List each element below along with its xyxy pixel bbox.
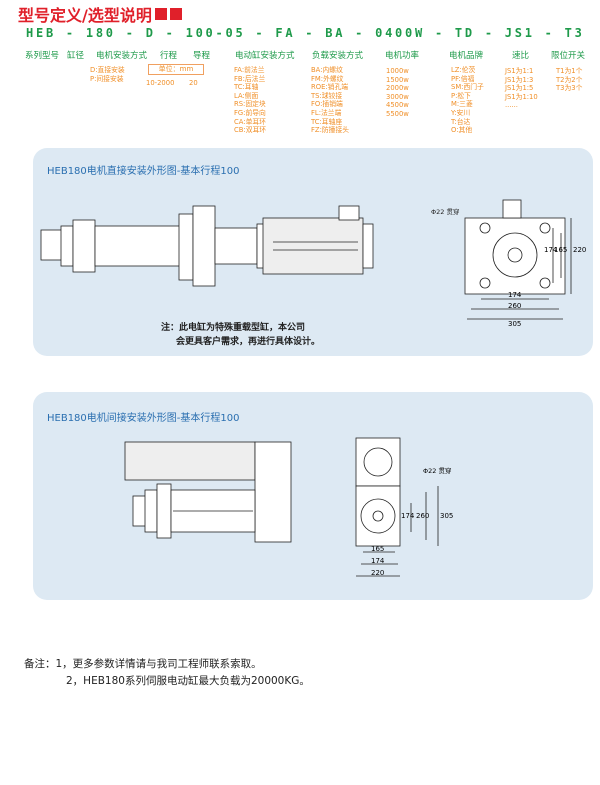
hole-label: Φ22 贯穿 [431,208,460,216]
option: LZ:伦茨 [451,66,476,74]
header-limit: 限位开关 [551,51,586,61]
option: 2000w [386,84,409,93]
model-code: HEB - 180 - D - 100-05 - FA - BA - 0400W… [26,26,585,40]
option: FA:前法兰 [234,66,265,74]
option: 3000w [386,92,409,101]
option: TS:球铰接 [311,91,343,100]
unit-box: 单位：mm [148,64,204,75]
dim: 174 [371,557,385,565]
direct-mount-drawing [40,199,572,320]
option: Y:安川 [451,108,471,117]
note-line: 会更具客户需求，再进行具体设计。 [176,337,321,347]
dim: 260 [508,302,522,310]
red-square-icon [154,8,167,20]
option: JS1为1:3 [505,75,534,84]
option: 1000w [386,67,409,75]
option: P:松下 [451,91,471,100]
dim: 174 [401,512,415,520]
dim: 165 [554,246,568,254]
hole-label: Φ22 贯穿 [423,467,452,475]
option: JS1为1:5 [505,84,534,93]
option: CB:双耳环 [234,126,267,135]
option: T1为1个 [556,67,583,75]
option: PF:倍福 [451,74,475,83]
option: 5500w [386,109,409,118]
header-stroke: 行程 [160,51,178,61]
header-series: 系列型号 [25,51,60,61]
option: T3为3个 [556,84,583,93]
dim: 174 [544,246,558,254]
stroke-range: 10-2000 [146,79,175,87]
header-power: 电机功率 [385,51,420,61]
option: FG:前导向 [234,108,266,117]
option: TC:耳轴座 [311,117,343,126]
dim: 260 [416,512,430,520]
header-ratio: 速比 [512,51,530,61]
dim: 305 [440,512,454,520]
option: JS1为1:1 [505,67,534,75]
page-title: 型号定义/选型说明 [18,2,182,26]
option: SM:西门子 [451,83,484,92]
header-motor-mount: 电机安装方式 [96,51,148,61]
header-brand: 电机品牌 [449,51,484,61]
option: FL:法兰端 [311,108,342,117]
header-bore: 缸径 [67,51,85,61]
dim: 174 [508,291,522,299]
header-cyl-mount: 电动缸安装方式 [235,51,295,61]
option: LA:侧面 [234,91,259,100]
dim: 305 [508,320,522,328]
remark-line-1: 备注：1，更多参数详情请与我司工程师联系索取。 [24,658,262,670]
lead-value: 20 [189,79,198,87]
option: D:直接安装 [90,66,125,74]
panel-title: HEB180电机直接安装外形图-基本行程100 [47,166,240,177]
option: ...... [505,101,518,110]
direct-mount-panel: HEB180电机直接安装外形图-基本行程100 Φ22 贯穿 174 260 3… [33,148,593,356]
indirect-mount-drawing [124,437,439,577]
dim: 165 [371,545,385,553]
option: CA:单耳环 [234,117,266,126]
option: BA:内螺纹 [311,66,343,74]
option: 1500w [386,75,409,84]
red-square-icon [169,8,182,20]
note-line: 注：此电缸为特殊重载型缸，本公司 [161,323,306,333]
option: P:间接安装 [90,74,124,83]
remark-line-2: 2，HEB180系列伺服电动缸最大负载为20000KG。 [66,675,310,687]
option: M:三菱 [451,100,473,109]
dim: 220 [371,569,385,577]
option: TC:耳轴 [234,83,259,92]
option: FM:外螺纹 [311,74,344,83]
option: FB:后法兰 [234,74,266,83]
option: ROE:销孔端 [311,83,349,92]
indirect-mount-panel: HEB180电机间接安装外形图-基本行程100 Φ22 贯穿 174 260 3… [33,392,593,600]
panel-title: HEB180电机间接安装外形图-基本行程100 [47,413,240,424]
header-load-mount: 负载安装方式 [312,51,364,61]
option: FZ:防撞接头 [311,126,350,135]
option: JS1为1:10 [505,92,538,101]
option: 4500w [386,101,409,110]
option: RS:固定块 [234,100,266,109]
option: T:台达 [451,117,471,126]
title-text: 型号定义/选型说明 [18,6,152,25]
header-lead: 导程 [193,51,211,61]
dim: 220 [573,246,587,254]
option: O:其他 [451,126,473,135]
option: T2为2个 [556,75,583,84]
option: FO:插销端 [311,100,343,109]
